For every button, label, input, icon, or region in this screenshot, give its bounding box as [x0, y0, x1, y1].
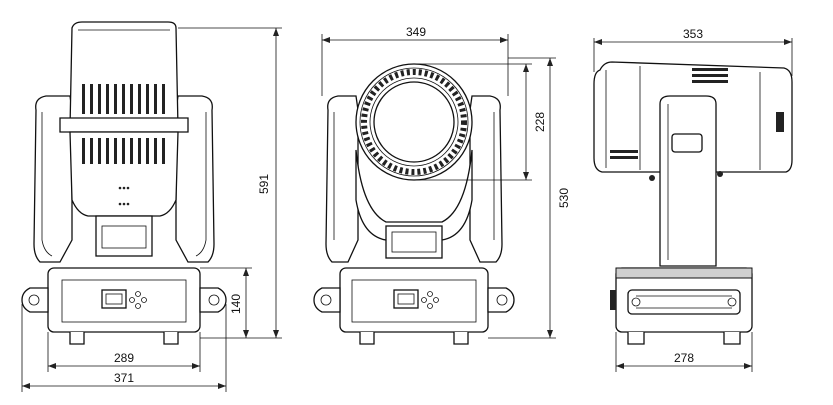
rear-left-arm	[325, 95, 359, 263]
front-left-arm	[33, 95, 73, 263]
front-neck	[95, 215, 153, 257]
front-dim-140: 140	[200, 267, 252, 338]
rear-dim-228-label: 228	[533, 112, 547, 132]
side-head-vents	[610, 68, 728, 159]
rear-dim-349: 349	[321, 25, 509, 96]
front-dim-591-label: 591	[257, 174, 271, 194]
rear-yoke	[355, 149, 473, 241]
rear-left-handle	[313, 287, 341, 313]
rear-dim-530: 530	[488, 57, 571, 339]
front-head-lower	[69, 131, 179, 217]
rear-lens	[373, 81, 455, 163]
rear-right-arm	[469, 95, 503, 263]
side-dim-278: 278	[615, 332, 753, 372]
front-dim-591: 591	[178, 27, 282, 339]
front-head-band	[59, 117, 189, 133]
side-view: 353 278	[593, 27, 793, 372]
rear-right-handle	[487, 287, 515, 313]
rear-neck	[385, 225, 443, 259]
front-view: 591 140 289 371	[21, 21, 282, 392]
rear-view: 349 228 530	[313, 25, 571, 345]
front-lower-fins	[82, 138, 165, 164]
front-left-handle	[21, 287, 49, 313]
side-base-handle	[627, 289, 741, 315]
front-dim-289-label: 289	[114, 351, 134, 365]
side-dim-353-label: 353	[683, 27, 703, 41]
side-arm-badge	[671, 133, 703, 153]
front-dim-289: 289	[47, 332, 201, 372]
side-dim-278-label: 278	[674, 351, 694, 365]
rear-dim-530-label: 530	[557, 188, 571, 208]
rear-dim-349-label: 349	[406, 25, 426, 39]
front-dim-140-label: 140	[229, 294, 243, 314]
front-right-arm	[175, 95, 215, 263]
rear-dim-228: 228	[414, 63, 547, 181]
front-right-handle	[199, 287, 227, 313]
front-dim-371: 371	[21, 304, 227, 392]
front-head-top	[69, 21, 179, 129]
rear-display	[393, 289, 419, 309]
front-dim-371-label: 371	[114, 371, 134, 385]
rear-housing-vents	[361, 69, 467, 175]
front-display	[101, 289, 127, 309]
side-dim-353: 353	[593, 27, 793, 76]
front-upper-fins	[82, 84, 165, 114]
side-arm	[659, 95, 717, 267]
